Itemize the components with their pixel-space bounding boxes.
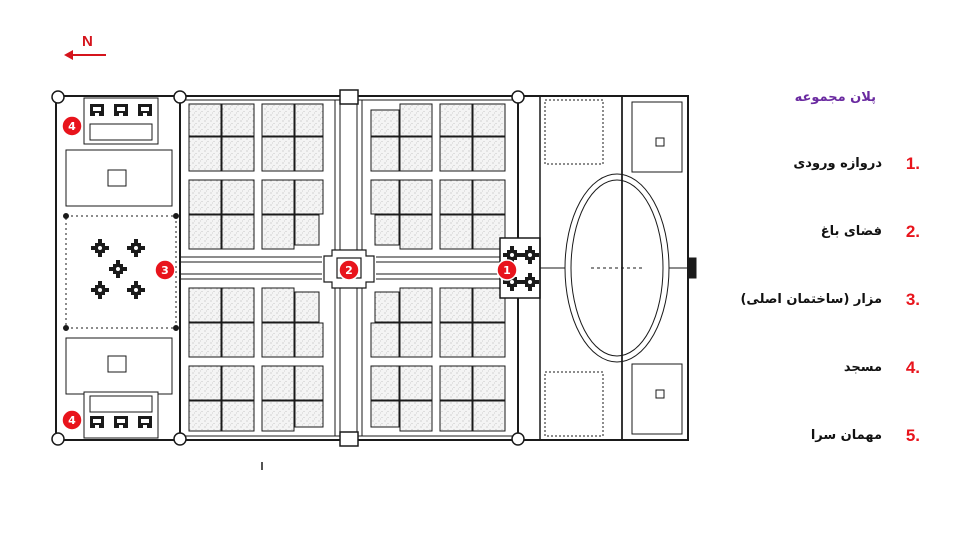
legend-number: 3. xyxy=(905,290,920,309)
legend-item: 4. مسجد xyxy=(720,358,920,384)
water-channels xyxy=(180,100,500,436)
legend-number: 1. xyxy=(905,154,920,173)
mosque-top xyxy=(83,97,159,145)
marker-label: 1 xyxy=(503,264,511,277)
marker-mosque-top: 4 xyxy=(61,115,83,137)
forecourt xyxy=(539,95,697,441)
mosque-bottom xyxy=(83,391,159,439)
north-label: N xyxy=(82,33,93,50)
legend-item: 1. دروازه ورودی xyxy=(720,154,920,180)
legend-title: پلان مجموعه xyxy=(794,90,876,105)
legend-number: 4. xyxy=(905,358,920,377)
legend-text: فضای باغ xyxy=(820,224,882,239)
main-mausoleum xyxy=(91,239,145,299)
legend-item: 5. مهمان سرا xyxy=(720,426,920,452)
legend-text: مهمان سرا xyxy=(810,428,882,443)
legend-item: 2. فضای باغ xyxy=(720,222,920,248)
legend-text: مزار (ساختمان اصلی) xyxy=(740,292,882,307)
marker-label: 4 xyxy=(68,120,76,133)
marker-mausoleum: 3 xyxy=(154,259,176,281)
site-boundary xyxy=(55,95,689,441)
marker-garden: 2 xyxy=(338,259,360,281)
north-terrace xyxy=(63,149,179,395)
garden-quadrants xyxy=(188,103,506,432)
marker-label: 3 xyxy=(161,264,169,277)
legend-text: دروازه ورودی xyxy=(793,156,882,171)
legend-item: 3. مزار (ساختمان اصلی) xyxy=(720,290,920,316)
north-arrow-head xyxy=(64,50,73,60)
north-arrow: N xyxy=(64,33,106,60)
legend-number: 2. xyxy=(905,222,920,241)
wall-gates xyxy=(339,89,359,447)
corner-towers xyxy=(51,90,525,446)
marker-label: 4 xyxy=(68,414,76,427)
marker-gateway: 1 xyxy=(496,259,518,281)
legend-number: 5. xyxy=(905,426,920,445)
legend-text: مسجد xyxy=(843,360,882,375)
marker-label: 2 xyxy=(345,264,353,277)
marker-mosque-bottom: 4 xyxy=(61,409,83,431)
